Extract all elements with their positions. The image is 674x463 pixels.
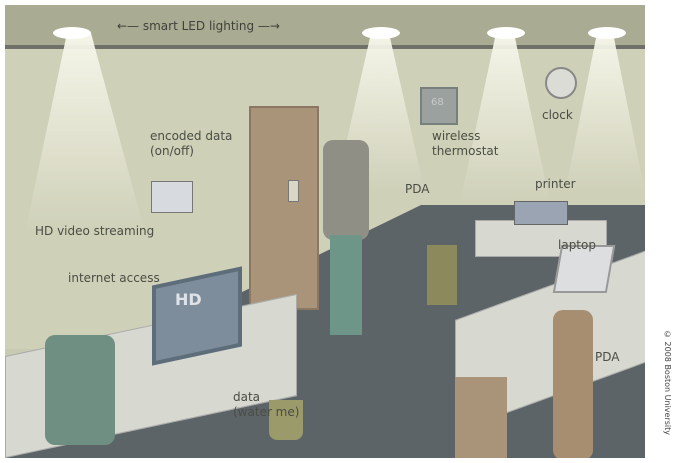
clock-icon [545, 67, 577, 99]
ceiling [5, 5, 645, 49]
label-encoded-data-on-off: (on/off) [150, 144, 194, 158]
label-pda-right: PDA [595, 350, 620, 364]
person-phone [553, 310, 593, 458]
label-thermostat: thermostat [432, 144, 499, 158]
led-light-icon [362, 27, 400, 39]
label-clock: clock [542, 108, 573, 122]
person-standing [323, 140, 369, 240]
label-water-me: (water me) [233, 405, 300, 419]
office-scene: 68 HD ←— smart LED lighting —→ encoded d… [5, 5, 645, 458]
person-standing-pants [330, 235, 362, 335]
thermostat-value: 68 [431, 97, 444, 108]
box [455, 377, 507, 458]
label-internet-access: internet access [68, 271, 160, 285]
led-light-icon [53, 27, 91, 39]
person-seated [45, 335, 115, 445]
door-plate [288, 180, 299, 202]
printer-icon [514, 201, 568, 225]
monitor-hd-text: HD [175, 290, 202, 309]
label-encoded-data: encoded data [150, 129, 233, 143]
copyright: © 2008 Boston University [663, 330, 672, 435]
light-switch-icon [151, 181, 193, 213]
label-hd-video-streaming: HD video streaming [35, 224, 155, 238]
label-pda-center: PDA [405, 182, 430, 196]
plant-icon [269, 400, 303, 440]
thermostat-icon: 68 [420, 87, 458, 125]
label-wireless: wireless [432, 129, 481, 143]
label-printer: printer [535, 177, 576, 191]
label-data: data [233, 390, 261, 404]
door [249, 106, 319, 310]
label-laptop: laptop [558, 238, 596, 252]
chair [427, 245, 457, 305]
led-light-icon [487, 27, 525, 39]
led-light-icon [588, 27, 626, 39]
label-smart-led: ←— smart LED lighting —→ [117, 19, 280, 33]
